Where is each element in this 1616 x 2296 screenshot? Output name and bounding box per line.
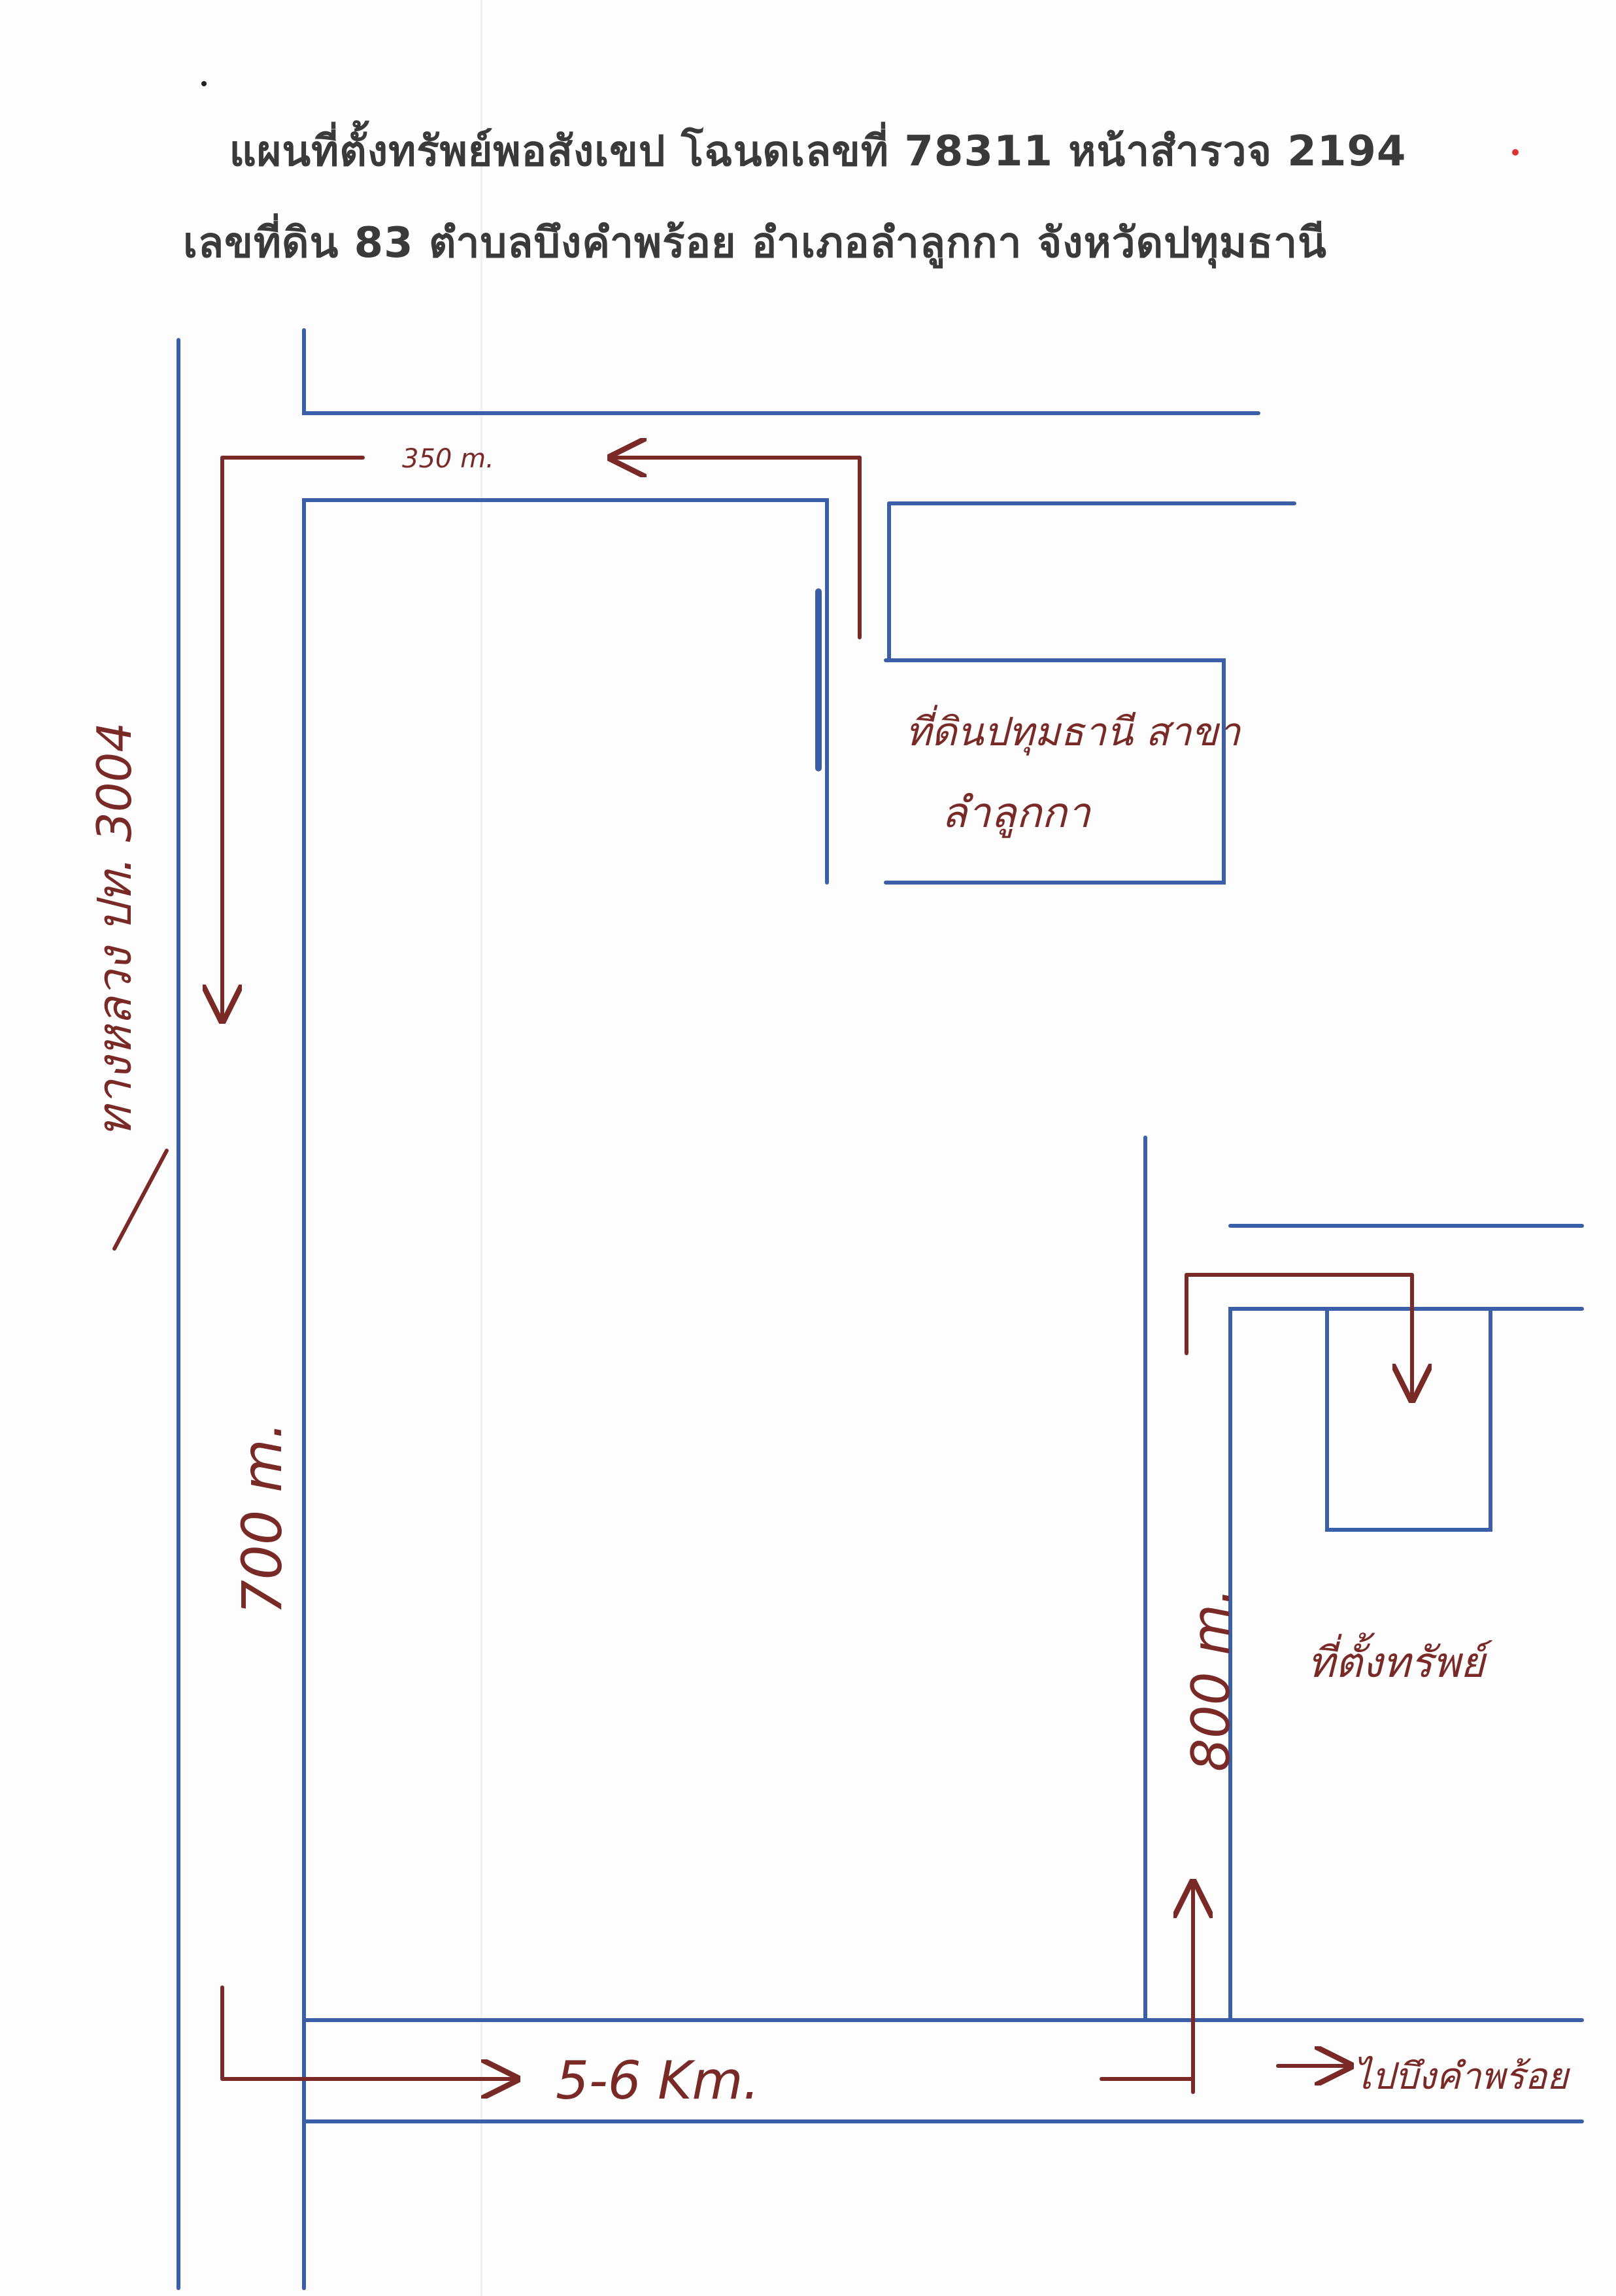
main-block-outline-top — [302, 498, 829, 2290]
property-box — [1325, 1307, 1492, 1532]
highway-label-leader — [112, 1149, 169, 1251]
route-arrow-into-property — [1185, 1273, 1412, 1399]
route-arrow-east — [220, 1985, 516, 2079]
paper-fold — [480, 0, 482, 2296]
top-road-upper-edge — [302, 328, 1260, 415]
route-arrow-south — [222, 456, 365, 1020]
distance-5-6km: 5-6 Km. — [556, 2050, 760, 2111]
land-office-label-line1: ที่ดินปทุมธานี สาขา — [905, 705, 1241, 756]
map-title: แผนที่ตั้งทรัพย์พอสังเขป โฉนดเลขที่ 7831… — [229, 127, 1407, 176]
bottom-road-lower-edge — [302, 2119, 1584, 2290]
destination-label: ไปบึงคำพร้อย — [1353, 2055, 1570, 2098]
highway-label: ทางหลวง ปท. 3004 — [87, 722, 142, 1138]
property-label: ที่ตั้งทรัพย์ — [1307, 1632, 1492, 1687]
land-office-label-line2: ลำลูกกา — [941, 789, 1092, 838]
land-office-box — [884, 658, 1226, 885]
distance-350m: 350 m. — [402, 444, 494, 474]
map-subtitle: เลขที่ดิน 83 ตำบลบึงคำพร้อย อำเภอลำลูกกา… — [183, 219, 1327, 267]
distance-800m: 800 m. — [1181, 1588, 1241, 1772]
distance-700m: 700 m. — [230, 1421, 294, 1615]
property-road-right-edge — [1228, 1307, 1584, 2022]
scan-speck — [201, 81, 207, 86]
roads — [177, 328, 1584, 2290]
scan-speck-red — [1512, 149, 1519, 156]
route — [112, 456, 1412, 2092]
